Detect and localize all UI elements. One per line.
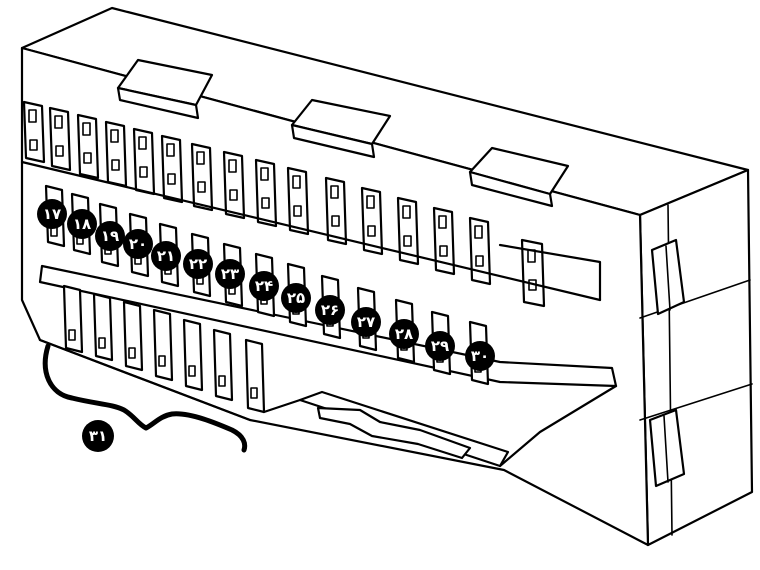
terminal-bot-2: [92, 292, 114, 362]
terminal-row-top: [20, 100, 602, 308]
pin-marker-28: ۲۸: [389, 319, 419, 349]
pin-marker-30: ۳۰: [465, 341, 495, 371]
pin-marker-28-label: ۲۸: [395, 325, 413, 343]
terminal-top-6: [160, 134, 184, 204]
terminal-top-14: [432, 206, 456, 276]
pin-marker-26-label: ۲۶: [321, 301, 339, 319]
top-latch-2: [290, 98, 392, 159]
terminal-top-8: [222, 150, 246, 220]
pin-marker-23: ۲۳: [215, 259, 245, 289]
housing-right-end: [638, 168, 754, 547]
terminal-top-11: [324, 176, 348, 246]
pin-marker-25-label: ۲۵: [287, 289, 305, 307]
terminal-bot-6: [212, 328, 234, 402]
terminal-top-2: [48, 106, 72, 172]
pin-marker-29-label: ۲۹: [431, 337, 449, 355]
pin-marker-20: ۲۰: [123, 229, 153, 259]
terminal-bot-7: [244, 338, 266, 414]
top-latch-1: [116, 58, 214, 120]
pin-marker-29: ۲۹: [425, 331, 455, 361]
pin-marker-22-label: ۲۲: [189, 255, 207, 273]
terminal-top-10: [286, 166, 310, 236]
pin-marker-22: ۲۲: [183, 249, 213, 279]
pin-marker-26: ۲۶: [315, 295, 345, 325]
pin-marker-30-label: ۳۰: [471, 347, 489, 365]
group-brace: [42, 343, 248, 453]
pin-marker-19-label: ۱۹: [101, 227, 119, 245]
group-marker-31-label: ۳۱: [89, 427, 107, 445]
release-lever: [262, 384, 618, 468]
terminal-top-9: [254, 158, 278, 228]
terminal-top-4: [104, 120, 128, 188]
terminal-bot-1: [62, 284, 84, 354]
terminal-top-1: [22, 100, 46, 164]
pin-marker-25: ۲۵: [281, 283, 311, 313]
group-marker-31: ۳۱: [82, 420, 114, 452]
side-clip-lower: [648, 408, 686, 488]
terminal-top-3: [76, 113, 100, 180]
side-clip-upper: [650, 238, 686, 316]
terminal-row-bottom: [38, 284, 266, 422]
terminal-bot-3: [122, 300, 144, 372]
pin-marker-17-label: ۱۷: [43, 205, 61, 223]
top-latch-3: [468, 146, 570, 208]
pin-marker-18-label: ۱۸: [73, 215, 91, 233]
terminal-top-7: [190, 142, 214, 212]
pin-marker-24: ۲۴: [249, 271, 279, 301]
pin-marker-21: ۲۱: [151, 241, 181, 271]
pin-marker-23-label: ۲۳: [221, 265, 239, 283]
pin-marker-21-label: ۲۱: [157, 247, 175, 265]
terminal-top-12: [360, 186, 384, 256]
pin-marker-17: ۱۷: [37, 199, 67, 229]
pin-marker-18: ۱۸: [67, 209, 97, 239]
pin-marker-27: ۲۷: [351, 307, 381, 337]
pin-marker-27-label: ۲۷: [357, 313, 375, 331]
pin-marker-19: ۱۹: [95, 221, 125, 251]
pin-marker-20-label: ۲۰: [129, 235, 147, 253]
terminal-bot-5: [182, 318, 204, 392]
terminal-top-13: [396, 196, 420, 266]
pin-marker-24-label: ۲۴: [255, 277, 273, 295]
terminal-top-5: [132, 127, 156, 196]
terminal-top-15: [468, 216, 492, 286]
terminal-bot-4: [152, 308, 174, 382]
